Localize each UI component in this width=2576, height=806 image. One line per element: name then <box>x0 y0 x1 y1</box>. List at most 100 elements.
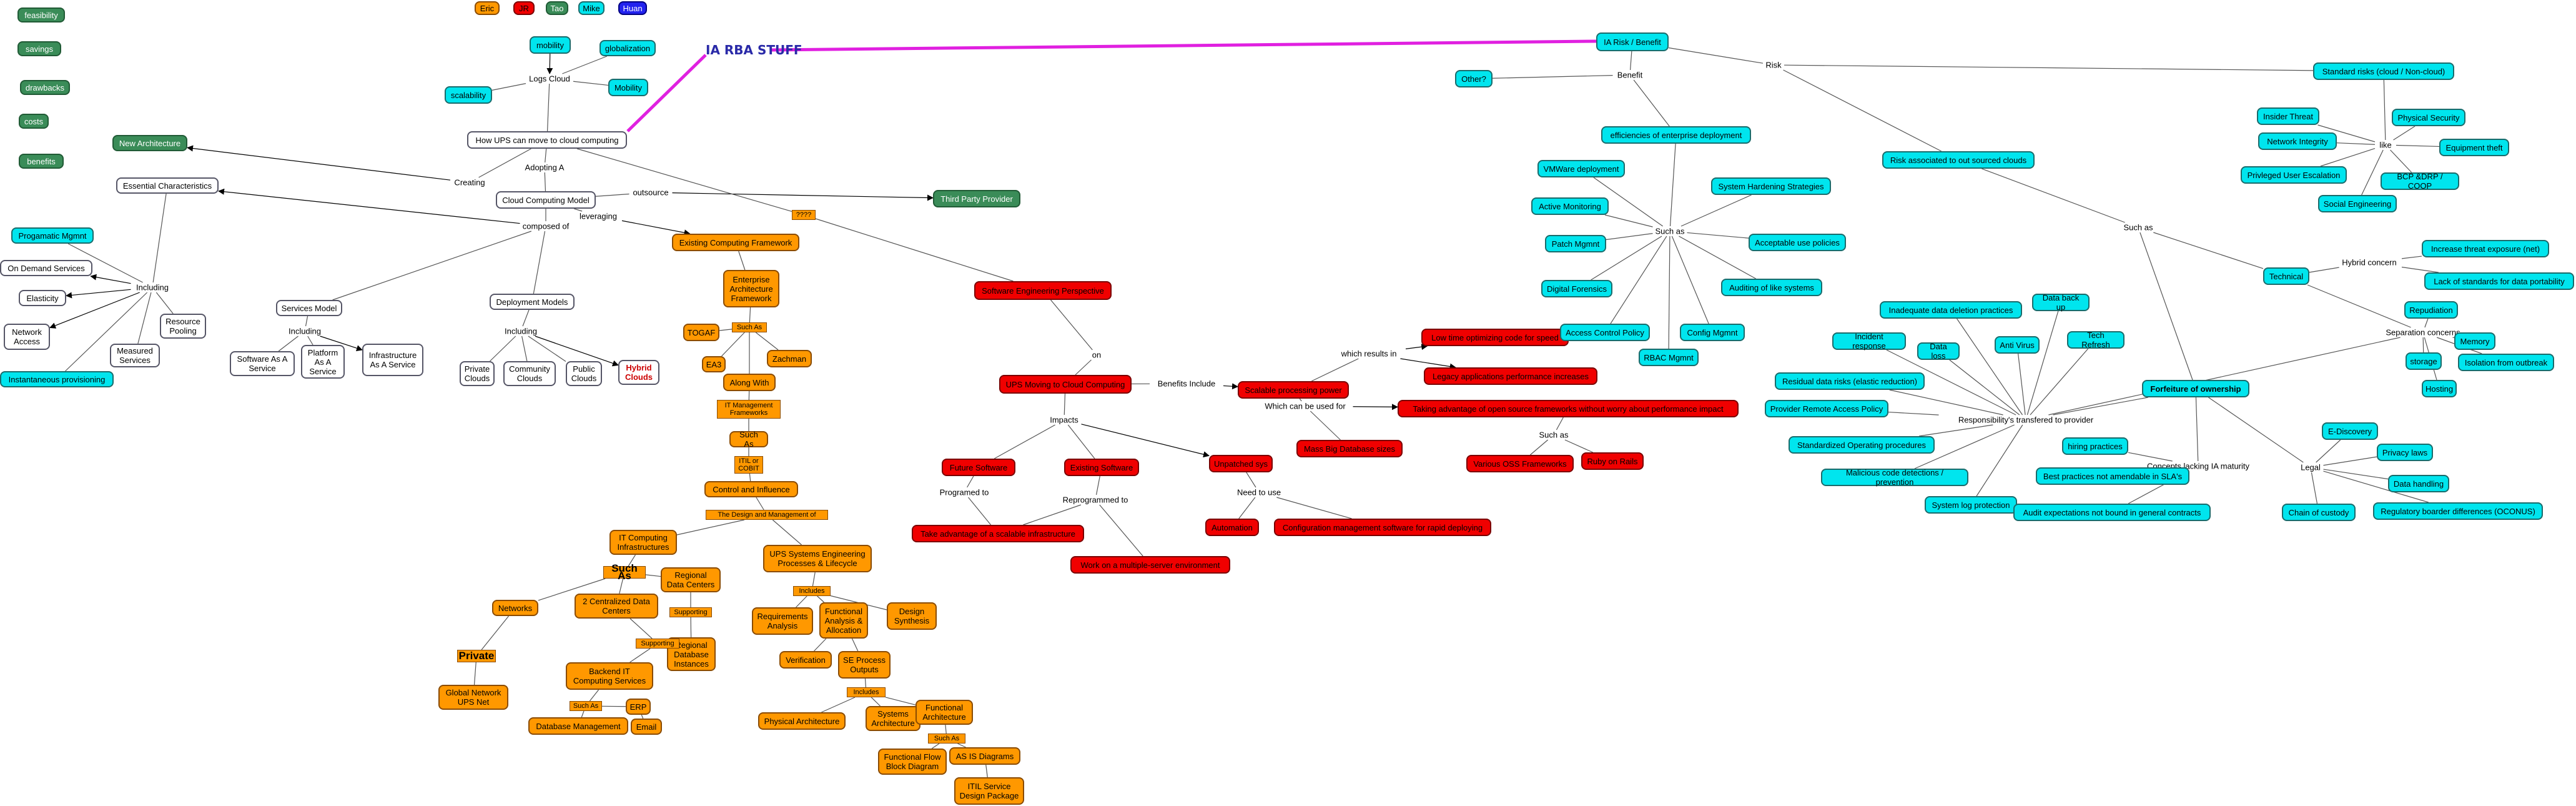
node-iaas[interactable]: Infrastructure As A Service <box>362 344 423 376</box>
node-equip[interactable]: Equipment theft <box>2439 139 2509 156</box>
node-legacy[interactable]: Legacy applications performance increase… <box>1424 367 1597 385</box>
node-designsynth[interactable]: Design Synthesis <box>887 602 937 630</box>
node-acp[interactable]: Access Control Policy <box>1560 324 1650 341</box>
node-newarch[interactable]: New Architecture <box>112 135 187 151</box>
node-standardized[interactable]: Standardized Operating procedures <box>1789 436 1935 454</box>
node-itilsvc[interactable]: ITIL Service Design Package <box>954 777 1024 805</box>
node-drawbacks[interactable]: drawbacks <box>20 80 70 95</box>
node-seprocess[interactable]: SE Process Outputs <box>838 651 891 679</box>
node-supporting1[interactable]: Supporting <box>669 607 712 617</box>
node-togaf[interactable]: TOGAF <box>683 324 719 341</box>
node-bigdata[interactable]: Mass Big Database sizes <box>1296 440 1403 457</box>
node-technical[interactable]: Technical <box>2263 267 2309 285</box>
node-automation[interactable]: Automation <box>1205 519 1259 536</box>
node-ea3[interactable]: EA3 <box>702 356 726 372</box>
node-erp[interactable]: ERP <box>626 699 651 715</box>
node-antivirus[interactable]: Anti Virus <box>1995 336 2040 354</box>
node-saas[interactable]: Software As A Service <box>230 351 295 376</box>
node-auditexp[interactable]: Audit expectations not bound in general … <box>2013 504 2211 521</box>
node-essential[interactable]: Essential Characteristics <box>116 177 219 194</box>
node-suchas2[interactable]: Such As <box>729 430 768 449</box>
node-memory[interactable]: Memory <box>2454 332 2495 350</box>
node-vmware[interactable]: VMWare deployment <box>1537 160 1625 177</box>
node-standard[interactable]: Standard risks (cloud / Non-cloud) <box>2313 62 2454 80</box>
node-dbmgmt[interactable]: Database Management <box>528 717 628 735</box>
node-existing[interactable]: Existing Software <box>1064 459 1139 476</box>
node-eaf[interactable]: Enterprise Architecture Framework <box>723 270 779 307</box>
node-databackup[interactable]: Data back up <box>2032 293 2090 312</box>
node-regional[interactable]: Regional Data Centers <box>661 567 721 592</box>
node-email[interactable]: Email <box>631 719 662 735</box>
node-netint[interactable]: Network Integrity <box>2258 132 2337 150</box>
node-incident[interactable]: Incident response <box>1832 332 1906 351</box>
node-progmgmt[interactable]: Progamatic Mgmnt <box>11 227 94 244</box>
node-sysarch[interactable]: Systems Architecture <box>866 706 920 731</box>
node-scalperf[interactable]: Scalable processing power <box>1238 381 1349 399</box>
node-inadequate[interactable]: Inadequate data deletion practices <box>1880 301 2022 319</box>
node-takeadv[interactable]: Take advantage of a scalable infrastruct… <box>912 525 1084 542</box>
node-funcanalysis[interactable]: Functional Analysis & Allocation <box>819 602 868 639</box>
node-qmark[interactable]: ???? <box>792 210 816 220</box>
node-globalnet[interactable]: Global Network UPS Net <box>438 685 508 710</box>
node-servicesmodel[interactable]: Services Model <box>276 300 342 316</box>
node-chain[interactable]: Chain of custody <box>2282 504 2356 521</box>
node-backend[interactable]: Backend IT Computing Services <box>566 662 653 690</box>
node-techrefresh[interactable]: Tech Refresh <box>2067 331 2124 349</box>
node-asis[interactable]: AS IS Diagrams <box>949 747 1020 765</box>
node-feasibility[interactable]: feasibility <box>17 7 65 22</box>
node-savings[interactable]: savings <box>17 41 61 56</box>
node-unpatched[interactable]: Unpatched sys <box>1209 455 1273 472</box>
node-alongwith[interactable]: Along With <box>723 374 776 391</box>
node-syshard[interactable]: System Hardening Strategies <box>1711 177 1831 195</box>
node-elasticity[interactable]: Elasticity <box>19 290 66 306</box>
node-zachman[interactable]: Zachman <box>767 350 812 367</box>
node-physsec[interactable]: Physical Security <box>2392 109 2465 126</box>
node-bestpractices[interactable]: Best practices not amendable in SLA's <box>2036 467 2189 485</box>
node-scalability[interactable]: scalability <box>445 86 492 104</box>
node-isolation[interactable]: Isolation from outbreak <box>2458 354 2554 371</box>
node-eric[interactable]: Eric <box>475 1 500 15</box>
node-mike[interactable]: Mike <box>578 1 605 15</box>
node-effic[interactable]: efficiencies of enterprise deployment <box>1601 126 1751 144</box>
node-tpp[interactable]: Third Party Provider <box>933 190 1020 207</box>
node-regdb[interactable]: Regional Database Instances <box>667 637 716 671</box>
node-acceptable[interactable]: Acceptable use policies <box>1749 234 1846 251</box>
node-includes[interactable]: Includes <box>793 586 831 596</box>
node-regulatory[interactable]: Regulatory boarder differences (OCONUS) <box>2373 502 2543 520</box>
node-rbac[interactable]: RBAC Mgmnt <box>1639 349 1699 366</box>
node-hybrid[interactable]: Hybrid Clouds <box>618 360 659 385</box>
node-benefits[interactable]: benefits <box>19 154 64 169</box>
node-funcarch[interactable]: Functional Architecture <box>915 700 973 725</box>
node-public[interactable]: Public Clouds <box>566 361 602 386</box>
node-supporting2[interactable]: Supporting <box>636 639 679 649</box>
node-ffbd[interactable]: Functional Flow Block Diagram <box>878 749 947 775</box>
node-hosting[interactable]: Hosting <box>2422 380 2457 397</box>
node-datahandling[interactable]: Data handling <box>2388 475 2449 492</box>
node-lack[interactable]: Lack of standards for data portability <box>2424 272 2574 290</box>
node-central[interactable]: 2 Centralized Data Centers <box>575 594 658 619</box>
node-work[interactable]: Work on a multiple-server environment <box>1070 556 1230 574</box>
node-upsmoving[interactable]: UPS Moving to Cloud Computing <box>999 375 1132 394</box>
node-config[interactable]: Configuration management software for ra… <box>1274 519 1491 536</box>
node-globalization[interactable]: globalization <box>600 40 656 56</box>
node-increase[interactable]: Increase threat exposure (net) <box>2422 240 2549 257</box>
node-mobility[interactable]: mobility <box>530 36 571 54</box>
node-storage[interactable]: storage <box>2406 352 2442 370</box>
node-ecf[interactable]: Existing Computing Framework <box>672 234 799 251</box>
node-paas[interactable]: Platform As A Service <box>301 345 345 379</box>
node-activemon[interactable]: Active Monitoring <box>1531 197 1609 215</box>
node-dataloss[interactable]: Data loss <box>1917 342 1960 361</box>
node-digfor[interactable]: Digital Forensics <box>1541 280 1612 297</box>
node-future[interactable]: Future Software <box>942 459 1015 476</box>
node-patch[interactable]: Patch Mgmnt <box>1545 235 1606 252</box>
node-repudiation[interactable]: Repudiation <box>2404 301 2458 319</box>
node-huan[interactable]: Huan <box>618 1 647 15</box>
node-control[interactable]: Control and Influence <box>704 481 798 497</box>
node-lowtime[interactable]: Low time optimizing code for speed <box>1421 329 1569 346</box>
node-upsse[interactable]: UPS Systems Engineering Processes & Life… <box>763 545 872 572</box>
node-jr[interactable]: JR <box>513 1 535 15</box>
node-iarisk[interactable]: IA Risk / Benefit <box>1596 32 1669 51</box>
node-suchas4[interactable]: Such As <box>570 701 602 711</box>
node-riskassoc[interactable]: Risk associated to out sourced clouds <box>1882 151 2035 169</box>
node-network[interactable]: Network Access <box>4 324 50 350</box>
